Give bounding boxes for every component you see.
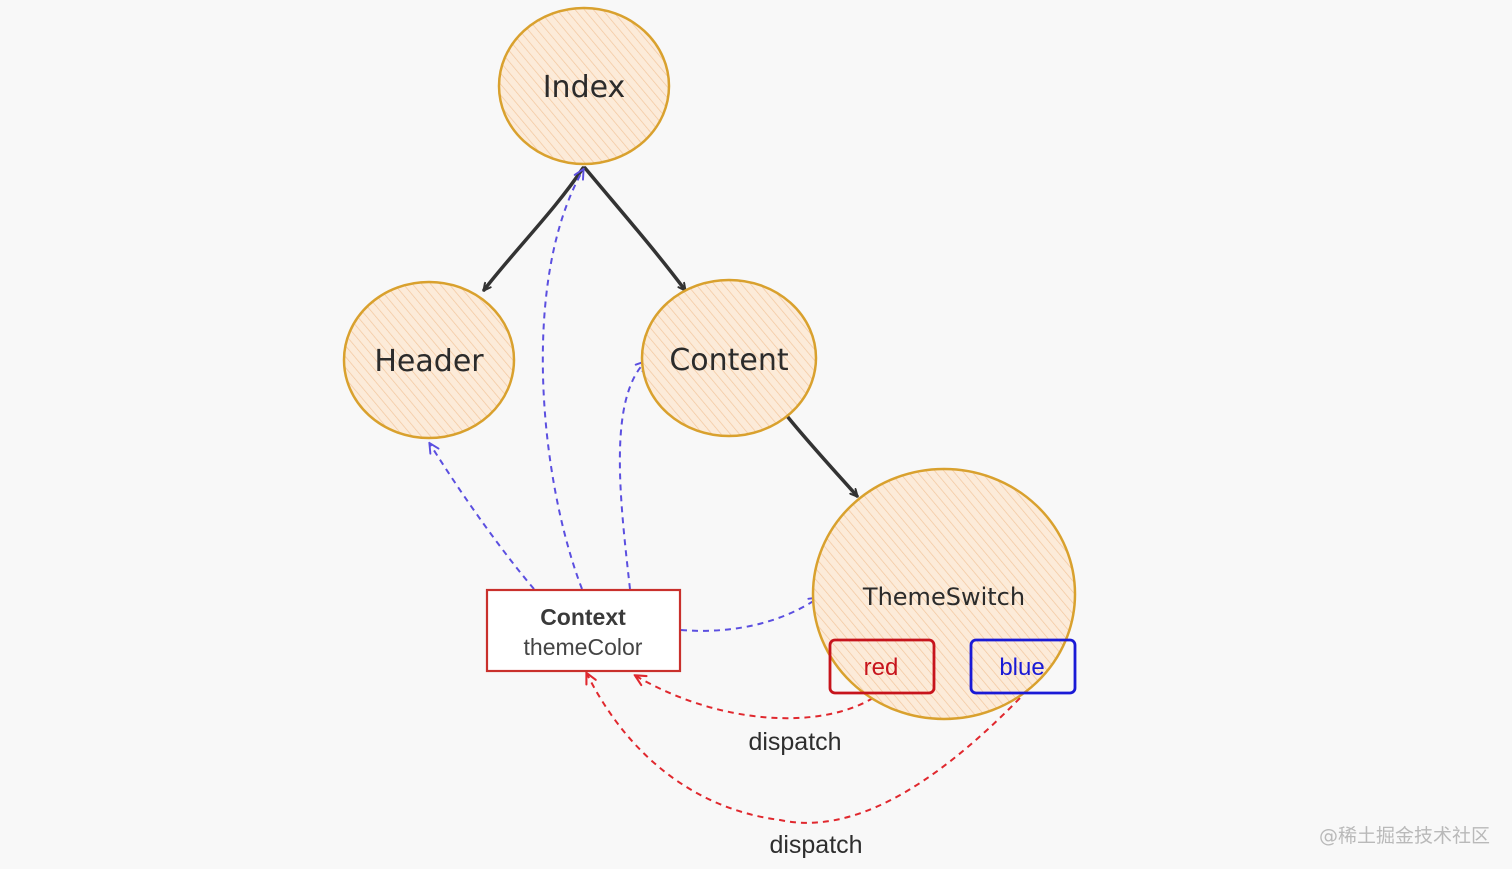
edge-context-content <box>618 362 645 590</box>
node-content-circle <box>640 278 818 438</box>
dispatch-label-upper: dispatch <box>748 728 841 756</box>
edge-dispatch-red <box>636 676 874 720</box>
edge-dispatch-blue <box>587 674 1021 824</box>
edge-content-themeswitch <box>785 414 857 496</box>
node-header-label: Header <box>374 344 484 379</box>
edge-index-content <box>583 166 685 290</box>
node-index: Index <box>497 6 671 166</box>
context-edges <box>430 170 818 632</box>
edge-index-header <box>484 166 585 290</box>
blue-button-frame[interactable] <box>969 638 1077 695</box>
node-content-label: Content <box>669 343 789 378</box>
dispatch-label-lower: dispatch <box>769 831 862 859</box>
node-themeswitch: ThemeSwitch <box>811 467 1077 721</box>
context-box-title: Context <box>540 604 626 630</box>
tree-edges <box>484 166 857 496</box>
node-header: Header <box>342 280 516 440</box>
red-button-frame[interactable] <box>828 638 936 695</box>
node-header-circle <box>342 280 516 440</box>
node-themeswitch-circle <box>811 467 1077 721</box>
node-index-label: Index <box>543 70 626 105</box>
dispatch-edges <box>587 674 1021 824</box>
blue-button[interactable]: blue <box>969 638 1077 695</box>
edge-context-index <box>541 170 583 590</box>
blue-button-label: blue <box>999 654 1044 681</box>
node-themeswitch-label: ThemeSwitch <box>862 583 1025 611</box>
context-box-frame <box>485 588 682 673</box>
watermark: @稀土掘金技术社区 <box>1319 825 1490 847</box>
edge-context-header <box>430 444 535 590</box>
red-button-label: red <box>864 654 899 681</box>
node-content: Content <box>640 278 818 438</box>
edge-context-themeswitch <box>680 598 818 632</box>
context-box-subtitle: themeColor <box>524 634 643 660</box>
context-box: Context themeColor <box>485 588 682 673</box>
node-index-circle <box>497 6 671 166</box>
red-button[interactable]: red <box>828 638 936 695</box>
